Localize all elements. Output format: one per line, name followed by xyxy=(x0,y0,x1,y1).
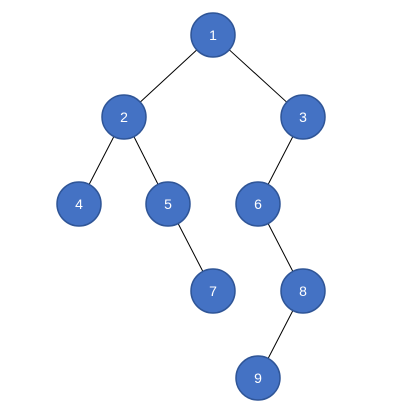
node-circle xyxy=(56,181,102,227)
node-label: 2 xyxy=(120,109,128,125)
tree-node-7: 7 xyxy=(190,268,236,314)
edge-n1-n2 xyxy=(139,49,198,103)
tree-node-6: 6 xyxy=(235,181,281,227)
tree-node-9: 9 xyxy=(235,355,281,401)
node-label: 6 xyxy=(254,196,262,212)
node-label: 7 xyxy=(209,283,217,299)
node-label: 1 xyxy=(209,27,217,43)
edge-n3-n6 xyxy=(267,136,294,185)
node-circle xyxy=(280,94,326,140)
edge-n1-n3 xyxy=(228,49,288,103)
node-label: 9 xyxy=(254,370,262,386)
node-label: 5 xyxy=(164,196,172,212)
node-circle xyxy=(190,12,236,58)
node-circle xyxy=(280,268,326,314)
node-circle xyxy=(235,181,281,227)
nodes-layer: 1 2 3 4 5 6 7 8 9 xyxy=(56,12,326,401)
tree-node-2: 2 xyxy=(101,94,147,140)
edge-n5-n7 xyxy=(177,223,204,272)
node-label: 8 xyxy=(299,283,307,299)
edge-n8-n9 xyxy=(267,310,294,359)
tree-node-4: 4 xyxy=(56,181,102,227)
node-circle xyxy=(190,268,236,314)
tree-node-5: 5 xyxy=(145,181,191,227)
node-circle xyxy=(145,181,191,227)
edge-n6-n8 xyxy=(267,223,294,272)
edge-n2-n4 xyxy=(88,136,115,185)
node-label: 4 xyxy=(75,196,83,212)
edges-layer xyxy=(88,49,294,359)
tree-node-1: 1 xyxy=(190,12,236,58)
tree-node-3: 3 xyxy=(280,94,326,140)
node-circle xyxy=(235,355,281,401)
node-circle xyxy=(101,94,147,140)
node-label: 3 xyxy=(299,109,307,125)
tree-node-8: 8 xyxy=(280,268,326,314)
edge-n2-n5 xyxy=(133,136,159,185)
